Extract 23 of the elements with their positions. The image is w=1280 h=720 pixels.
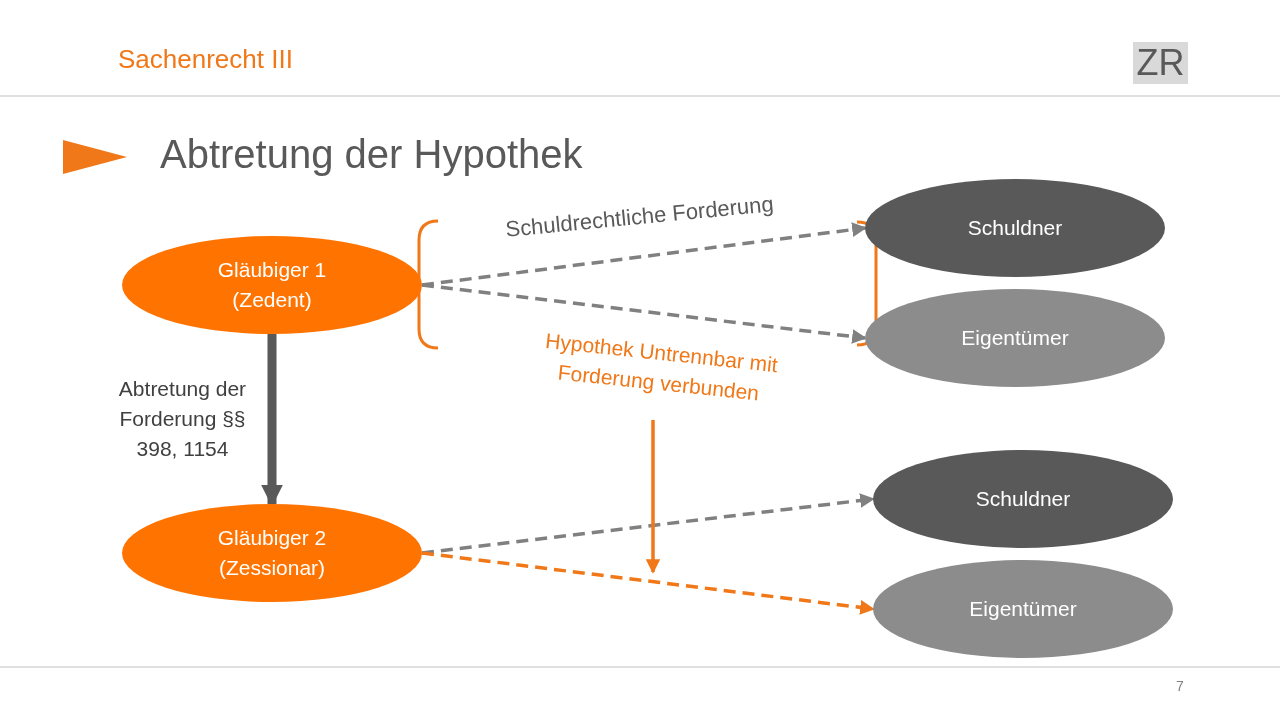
node-label: Gläubiger 1 (Zedent) [216, 257, 328, 313]
dashed-arrow [421, 551, 875, 615]
party-ellipse [865, 179, 1165, 277]
node-label: Eigentümer [969, 596, 1077, 622]
node-label: Gläubiger 2 (Zessionar) [216, 525, 328, 581]
node-label: Schuldner [975, 486, 1071, 512]
dashed-arrow [421, 283, 867, 344]
dashed-arrow [421, 222, 867, 287]
party-ellipse [873, 560, 1173, 658]
arrow [645, 420, 661, 574]
party-ellipse [865, 289, 1165, 387]
party-ellipse [122, 504, 422, 602]
section-badge: ZR [1133, 42, 1188, 84]
header-title: Sachenrecht III [118, 44, 293, 75]
note-text: Hypothek Untrennbar mit Forderung verbunden [543, 327, 780, 407]
dashed-arrow [421, 493, 875, 555]
party-ellipse [873, 450, 1173, 548]
node-label: Eigentümer [961, 325, 1069, 351]
node-label: Schuldner [967, 215, 1063, 241]
page-number: 7 [1175, 678, 1185, 694]
party-ellipse [122, 236, 422, 334]
slide-title: Abtretung der Hypothek [160, 132, 583, 177]
arrow [261, 334, 283, 507]
